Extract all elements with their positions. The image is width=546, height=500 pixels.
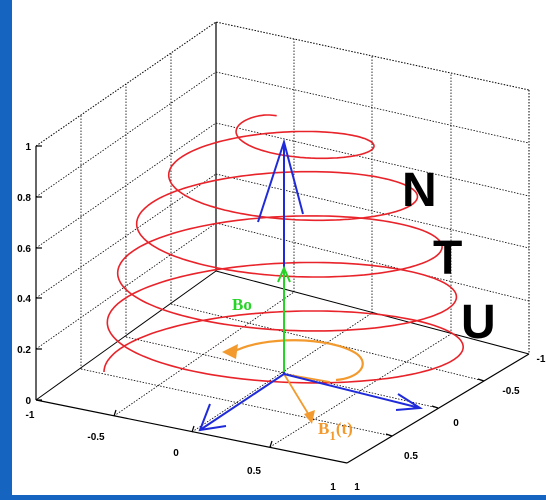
b1-label-main: B <box>318 419 329 438</box>
x-tick-label: -0.5 <box>87 432 105 443</box>
z-tick-label: 0 <box>25 396 31 407</box>
b0-vector <box>277 265 291 372</box>
x-tick-label: 1 <box>330 482 336 493</box>
z-tick-label: 0.6 <box>17 244 31 255</box>
plot-area: 0 0.2 0.4 0.6 0.8 1 -1 -0.5 0 0.5 1 1 0.… <box>12 0 546 495</box>
x-axis-tick-labels: -1 -0.5 0 0.5 1 <box>26 410 337 493</box>
z-tick-label: 0.8 <box>17 193 31 204</box>
axis-box <box>35 21 530 464</box>
b1-rotation-arrow <box>222 339 364 424</box>
y-tick-label: 0 <box>453 418 459 429</box>
y-tick-label: 1 <box>354 482 360 493</box>
field-vectors <box>198 138 424 432</box>
letter-u: U <box>461 296 496 349</box>
x-tick-label: 0 <box>173 448 179 459</box>
letter-t: T <box>433 232 462 285</box>
b1-label: B1(t) <box>318 419 353 443</box>
nmr-helix-diagram: 0 0.2 0.4 0.6 0.8 1 -1 -0.5 0 0.5 1 1 0.… <box>17 21 546 493</box>
y-tick-label: -1 <box>537 354 546 365</box>
y-tick-label: -0.5 <box>502 386 520 397</box>
y-axis-tick-labels: 1 0.5 0 -0.5 -1 <box>354 354 546 493</box>
b1-label-suffix: (t) <box>336 419 353 438</box>
z-tick-label: 0.4 <box>17 294 31 305</box>
x-tick-label: 0.5 <box>247 466 261 477</box>
b0-label: Bo <box>232 295 252 314</box>
grid-lines <box>35 39 530 448</box>
z-axis-tick-labels: 0 0.2 0.4 0.6 0.8 1 <box>17 142 31 407</box>
precession-helix <box>103 114 464 384</box>
b1-label-subscript: 1 <box>329 428 336 443</box>
x-tick-label: -1 <box>26 410 35 421</box>
z-tick-label: 0.2 <box>17 345 31 356</box>
letter-n: N <box>402 164 437 217</box>
y-tick-label: 0.5 <box>404 451 418 462</box>
z-tick-label: 1 <box>25 142 31 153</box>
slide-frame-border <box>0 0 12 495</box>
tick-marks <box>36 145 485 448</box>
